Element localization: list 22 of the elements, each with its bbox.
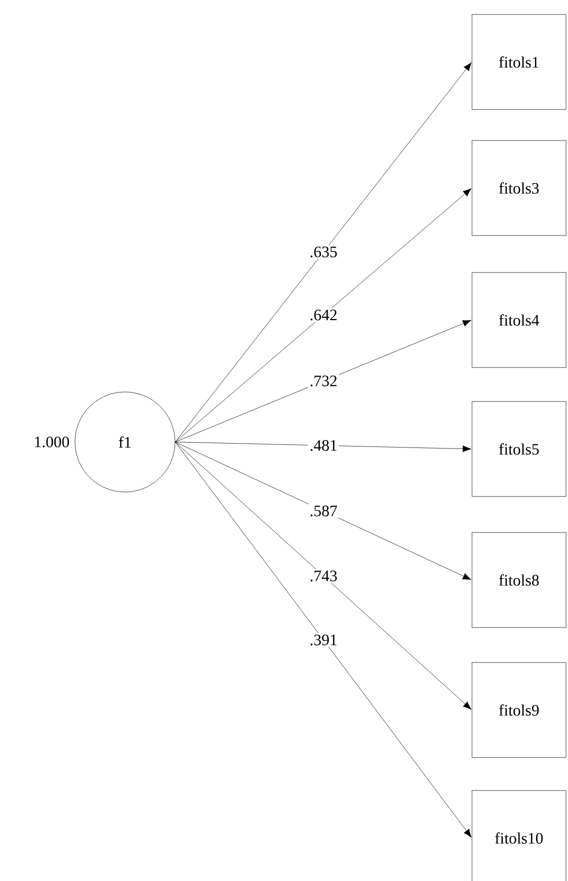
edge-label: .732	[308, 374, 339, 388]
arrow	[175, 188, 472, 442]
indicator-box: fitols4	[472, 272, 566, 368]
edge-label: .481	[308, 438, 339, 452]
edge-label: .391	[308, 633, 339, 647]
arrow	[175, 442, 472, 838]
indicator-box: fitols9	[472, 662, 566, 758]
indicator-box: fitols10	[472, 790, 566, 881]
edge-label: .642	[308, 308, 339, 322]
arrow	[175, 442, 472, 710]
arrow	[175, 442, 472, 452]
variance-label: 1.000	[35, 436, 69, 448]
edge-label: .587	[308, 504, 339, 518]
indicator-box: fitols5	[472, 401, 566, 497]
edge-label: .635	[308, 245, 339, 259]
indicator-box: fitols8	[472, 532, 566, 628]
arrow	[175, 320, 472, 442]
edge-label: .743	[308, 569, 339, 583]
arrow	[175, 442, 472, 580]
arrow	[175, 62, 472, 442]
indicator-box: fitols1	[472, 14, 566, 110]
indicator-box: fitols3	[472, 140, 566, 236]
